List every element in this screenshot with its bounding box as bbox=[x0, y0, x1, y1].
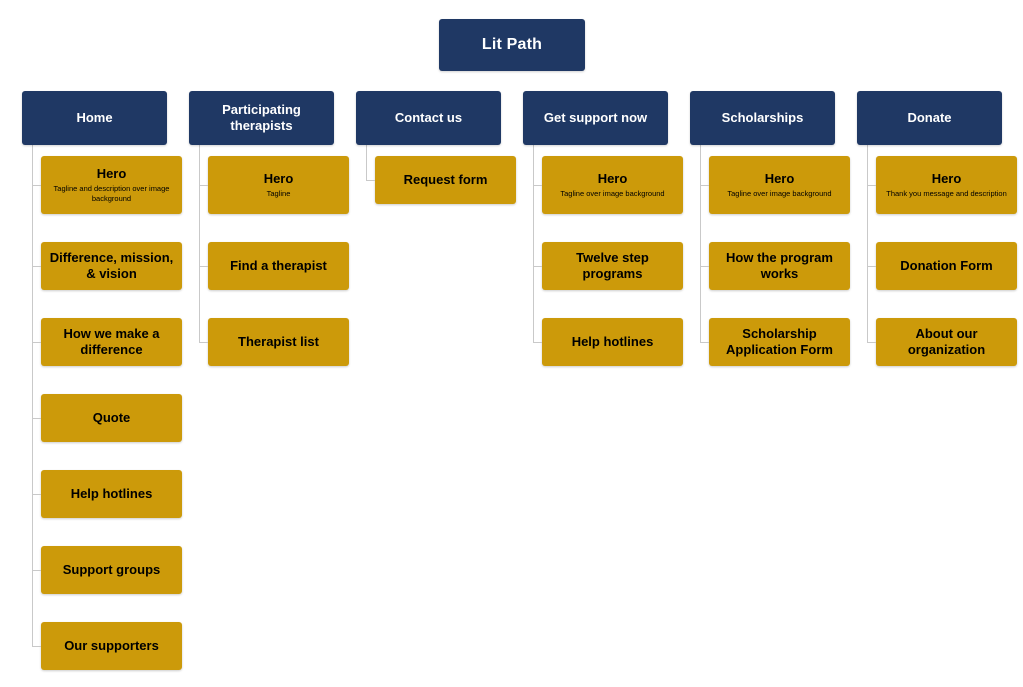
page-node-difference-mission-vision[interactable]: Difference, mission, & vision bbox=[32, 242, 182, 290]
connector-trunk bbox=[32, 145, 33, 646]
page-node-our-supporters[interactable]: Our supporters bbox=[32, 622, 182, 670]
column-header-donate[interactable]: Donate bbox=[857, 91, 1002, 145]
page-node-title: Hero bbox=[764, 170, 795, 186]
root-title-node[interactable]: Lit Path bbox=[439, 19, 585, 71]
column-children: Request form bbox=[356, 145, 516, 204]
page-node-help-hotlines[interactable]: Help hotlines bbox=[32, 470, 182, 518]
page-node-title: Hero bbox=[263, 170, 294, 186]
column-header-scholarships[interactable]: Scholarships bbox=[690, 91, 835, 145]
page-node-twelve-step-programs[interactable]: Twelve step programs bbox=[533, 242, 683, 290]
page-node-find-a-therapist[interactable]: Find a therapist bbox=[199, 242, 349, 290]
sitemap-column: Contact us Request form bbox=[356, 91, 516, 204]
column-header-get-support-now[interactable]: Get support now bbox=[523, 91, 668, 145]
page-node-title: Support groups bbox=[62, 561, 161, 577]
page-node-therapist-list[interactable]: Therapist list bbox=[199, 318, 349, 366]
page-node-title: Help hotlines bbox=[70, 485, 153, 501]
page-node-how-we-make-a-difference[interactable]: How we make a difference bbox=[32, 318, 182, 366]
page-node-donation-form[interactable]: Donation Form bbox=[867, 242, 1017, 290]
page-node-help-hotlines[interactable]: Help hotlines bbox=[533, 318, 683, 366]
column-header-participating-therapists[interactable]: Participating therapists bbox=[189, 91, 334, 145]
page-node-title: Hero bbox=[597, 170, 628, 186]
connector-trunk bbox=[199, 145, 200, 342]
page-node-title: About our organization bbox=[907, 325, 986, 357]
page-node-title: Donation Form bbox=[900, 257, 993, 273]
page-node-title: Quote bbox=[92, 409, 131, 425]
page-node-about-our-organization[interactable]: About our organization bbox=[867, 318, 1017, 366]
page-node-title: Therapist list bbox=[238, 333, 319, 349]
page-node-title: Our supporters bbox=[64, 637, 159, 653]
connector-trunk bbox=[366, 145, 367, 180]
page-node-title: Twelve step programs bbox=[576, 249, 649, 281]
connector-trunk bbox=[700, 145, 701, 342]
page-node-subtitle: Tagline over image background bbox=[727, 189, 832, 199]
page-node-title: Request form bbox=[403, 171, 488, 187]
page-node-title: Hero bbox=[931, 170, 962, 186]
page-node-title: How we make a difference bbox=[63, 325, 160, 357]
page-node-title: Help hotlines bbox=[571, 333, 654, 349]
page-node-scholarship-application-form[interactable]: Scholarship Application Form bbox=[700, 318, 850, 366]
page-node-subtitle: Tagline over image background bbox=[560, 189, 665, 199]
page-node-subtitle: Tagline and description over image backg… bbox=[53, 184, 170, 204]
page-node-subtitle: Thank you message and description bbox=[886, 189, 1007, 199]
page-node-title: Difference, mission, & vision bbox=[49, 249, 174, 281]
connector-trunk bbox=[867, 145, 868, 342]
column-header-home[interactable]: Home bbox=[22, 91, 167, 145]
page-node-title: How the program works bbox=[726, 249, 833, 281]
column-header-contact-us[interactable]: Contact us bbox=[356, 91, 501, 145]
page-node-subtitle: Tagline bbox=[266, 189, 291, 199]
page-node-request-form[interactable]: Request form bbox=[366, 156, 516, 204]
connector-trunk bbox=[533, 145, 534, 342]
page-node-title: Scholarship Application Form bbox=[726, 325, 833, 357]
page-node-title: Hero bbox=[96, 165, 127, 181]
page-node-title: Find a therapist bbox=[230, 257, 327, 273]
page-node-support-groups[interactable]: Support groups bbox=[32, 546, 182, 594]
page-node-how-the-program-works[interactable]: How the program works bbox=[700, 242, 850, 290]
page-node-quote[interactable]: Quote bbox=[32, 394, 182, 442]
